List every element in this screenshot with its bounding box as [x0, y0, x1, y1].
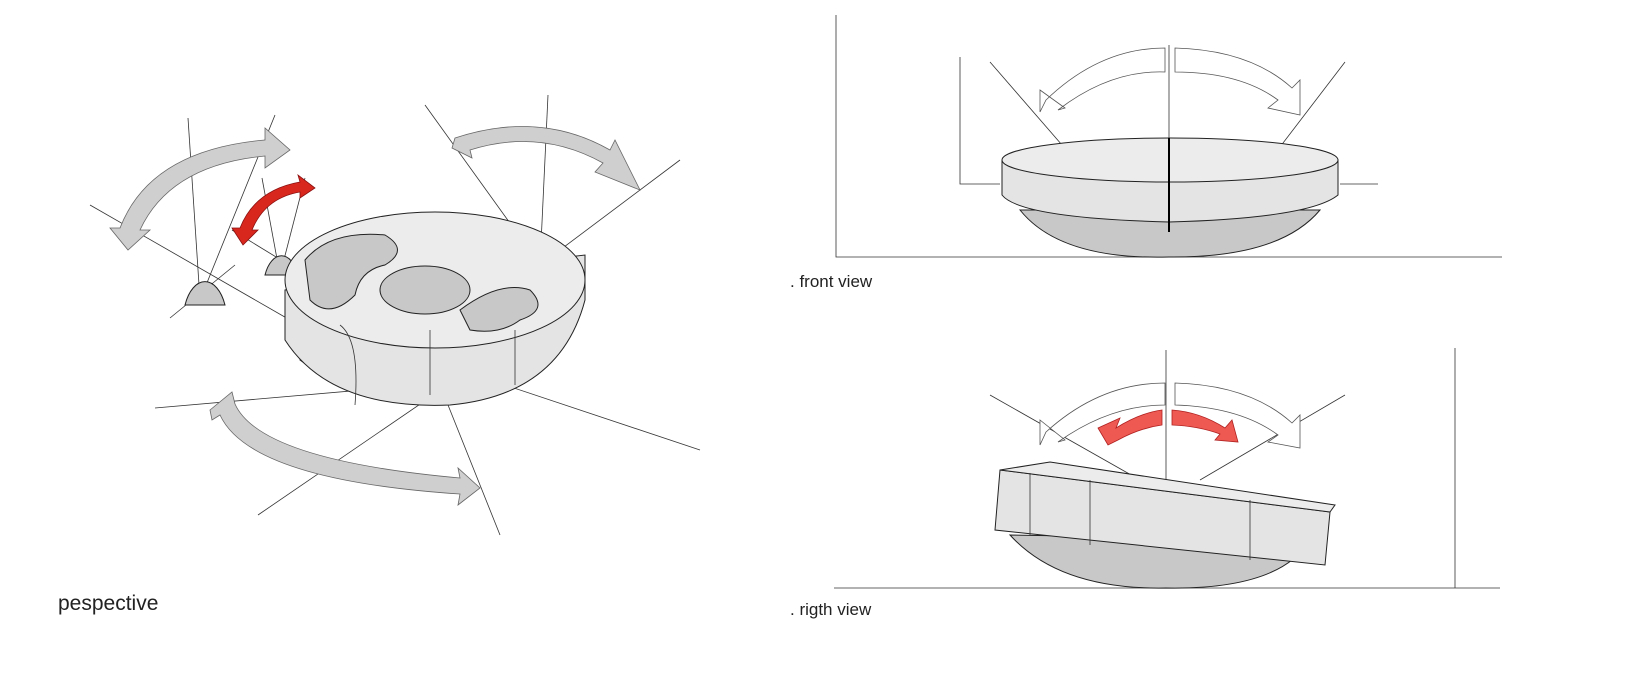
front-view — [835, 15, 1502, 258]
right-view-label: . rigth view — [790, 600, 872, 619]
front-view-label: . front view — [790, 272, 873, 291]
perspective-label: pespective — [58, 592, 159, 615]
perspective-view — [89, 94, 701, 536]
right-view — [834, 348, 1500, 589]
